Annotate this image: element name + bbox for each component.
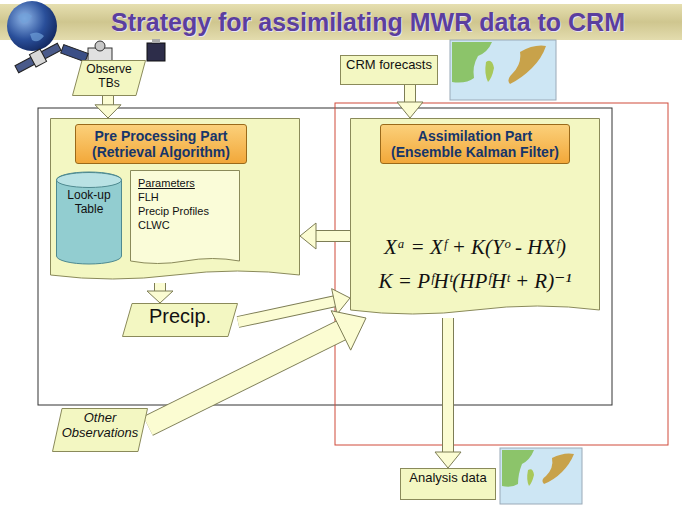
input-box: Observe TBs — [72, 60, 146, 96]
block-arrow — [397, 85, 423, 118]
database-cylinder: Look-up Table — [56, 172, 122, 264]
node-text: Parameters — [138, 176, 195, 190]
arrow-outline — [442, 318, 454, 453]
part-header: Pre Processing Part (Retrieval Algorithm… — [75, 124, 247, 164]
node-text: Precip. — [149, 305, 211, 327]
output-box: Analysis data — [400, 468, 496, 500]
node-text: FLH — [138, 190, 159, 204]
data-box: Precip. — [122, 303, 238, 337]
system-frame — [38, 108, 612, 405]
input-box: CRM forecasts — [340, 55, 438, 85]
node-text: Other Observations — [62, 410, 139, 440]
part-title: Assimilation Part (Ensemble Kalman Filte… — [387, 128, 563, 160]
analysis-map — [500, 448, 582, 504]
arrow-shaft — [238, 301, 335, 322]
block-arrow — [238, 289, 350, 322]
text-area: Look-up Table — [56, 172, 122, 222]
node-text: Observe TBs — [84, 62, 134, 90]
block-arrow — [95, 96, 121, 118]
equation: K = PᶠHᵗ(HPᶠHᵗ + R)⁻¹ — [358, 264, 592, 298]
arrow-head — [331, 311, 366, 350]
title-band — [0, 4, 682, 40]
arrow-head — [332, 289, 350, 314]
text-area: Precip. — [122, 303, 238, 329]
node-text: Precip Profiles — [138, 204, 209, 218]
arrow-outline — [404, 85, 416, 103]
process-panel: Pre Processing Part (Retrieval Algorithm… — [50, 118, 300, 283]
node-outline — [56, 172, 122, 264]
equation-area: Xᵃ = Xᶠ + K(Yᵒ - HXᶠ)K = PᶠHᵗ(HPᶠHᵗ + R)… — [358, 230, 592, 298]
globe-icon — [7, 1, 57, 51]
arrow-head — [435, 452, 461, 468]
node-text: CRM forecasts — [346, 57, 432, 72]
parameter-box: ParametersFLHPrecip ProfilesCLWC — [130, 170, 240, 266]
arrow-head — [300, 223, 316, 249]
node-text: CLWC — [138, 218, 170, 232]
block-arrow — [300, 223, 350, 249]
text-area: CRM forecasts — [340, 55, 438, 74]
block-arrow — [435, 318, 461, 468]
arrow-head — [147, 291, 173, 303]
arrow-head — [95, 105, 121, 118]
block-arrow — [147, 283, 173, 303]
page-title: Strategy for assimilating MWR data to CR… — [62, 6, 674, 38]
part-header: Assimilation Part (Ensemble Kalman Filte… — [380, 124, 570, 164]
crm-forecast-map — [450, 40, 556, 100]
arrow-outline — [238, 301, 335, 322]
arrow-shaft — [315, 231, 350, 241]
node-text: Analysis data — [409, 470, 486, 485]
node-text: Look-up Table — [59, 188, 119, 216]
process-panel: Assimilation Part (Ensemble Kalman Filte… — [350, 118, 600, 318]
text-area: Other Observations — [52, 408, 148, 442]
arrow-shaft — [148, 330, 342, 426]
arrow-shaft — [443, 318, 453, 453]
arrow-outline — [315, 230, 350, 242]
arrow-shaft — [405, 85, 415, 103]
equation: Xᵃ = Xᶠ + K(Yᵒ - HXᶠ) — [358, 230, 592, 264]
arrow-head — [397, 102, 423, 118]
text-area: Analysis data — [400, 468, 496, 487]
arrow-outline — [148, 330, 342, 426]
text-area: ParametersFLHPrecip ProfilesCLWC — [130, 170, 240, 244]
assimilation-frame — [335, 103, 668, 445]
part-title: Pre Processing Part (Retrieval Algorithm… — [82, 128, 240, 160]
input-box: Other Observations — [52, 408, 148, 452]
text-area: Observe TBs — [72, 60, 146, 92]
